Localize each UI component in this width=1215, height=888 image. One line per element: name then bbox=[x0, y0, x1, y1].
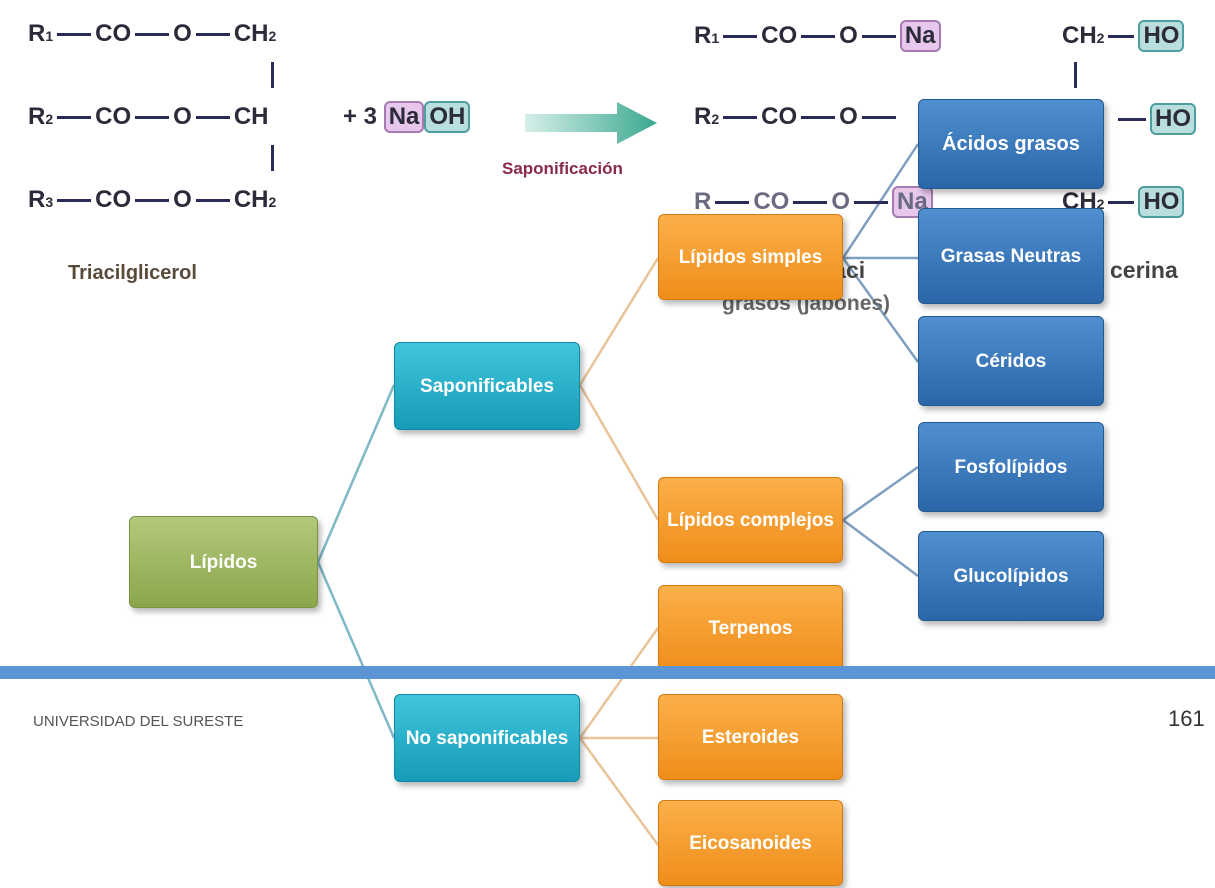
vertical-bond bbox=[1074, 62, 1077, 88]
node-ceridos: Céridos bbox=[918, 316, 1104, 406]
vertical-bond bbox=[271, 145, 274, 171]
node-glucolipidos: Glucolípidos bbox=[918, 531, 1104, 621]
footer-institution: UNIVERSIDAD DEL SURESTE bbox=[33, 713, 244, 730]
link-lipidos-nosaponificables bbox=[316, 561, 396, 739]
node-lipidos: Lípidos bbox=[129, 516, 318, 608]
link-sap-simples bbox=[578, 257, 660, 386]
node-eicosanoides: Eicosanoides bbox=[658, 800, 843, 886]
footer-bar bbox=[0, 666, 1215, 679]
glycerin-label-fragment: cerina bbox=[1110, 257, 1178, 283]
link-complejos-fosfo bbox=[842, 465, 919, 522]
na-pill: Na bbox=[899, 20, 941, 52]
node-esteroides: Esteroides bbox=[658, 694, 843, 780]
page-number: 161 bbox=[1168, 706, 1205, 731]
reaction-arrow-icon bbox=[525, 102, 657, 144]
vertical-bond bbox=[271, 62, 274, 88]
node-lipidos-simples: Lípidos simples bbox=[658, 214, 843, 300]
node-fosfolipidos: Fosfolípidos bbox=[918, 422, 1104, 512]
node-grasas-neutras: Grasas Neutras bbox=[918, 208, 1104, 304]
na-pill: Na bbox=[383, 101, 425, 133]
link-complejos-gluco bbox=[842, 518, 919, 578]
ho-pill: HO bbox=[1138, 186, 1185, 218]
link-nosap-eicosanoides bbox=[578, 737, 660, 846]
node-acidos-grasos: Ácidos grasos bbox=[918, 99, 1104, 189]
link-sap-complejos bbox=[578, 384, 660, 521]
ho-pill: HO bbox=[1150, 103, 1196, 135]
saponification-label: Saponificación bbox=[502, 159, 623, 178]
node-no-saponificables: No saponificables bbox=[394, 694, 580, 782]
oh-pill: OH bbox=[424, 101, 471, 133]
link-nosap-terpenos bbox=[578, 627, 660, 739]
link-lipidos-saponificables bbox=[316, 384, 396, 563]
node-lipidos-complejos: Lípidos complejos bbox=[658, 477, 843, 563]
node-terpenos: Terpenos bbox=[658, 585, 843, 671]
link-simples-ceridos bbox=[841, 257, 920, 363]
ho-pill: HO bbox=[1138, 20, 1185, 52]
glycerol-row-2: HO bbox=[1118, 103, 1196, 135]
link-simples-acidos bbox=[841, 143, 920, 259]
triacylglycerol-label: Triacilglicerol bbox=[68, 262, 197, 284]
node-saponificables: Saponificables bbox=[394, 342, 580, 430]
